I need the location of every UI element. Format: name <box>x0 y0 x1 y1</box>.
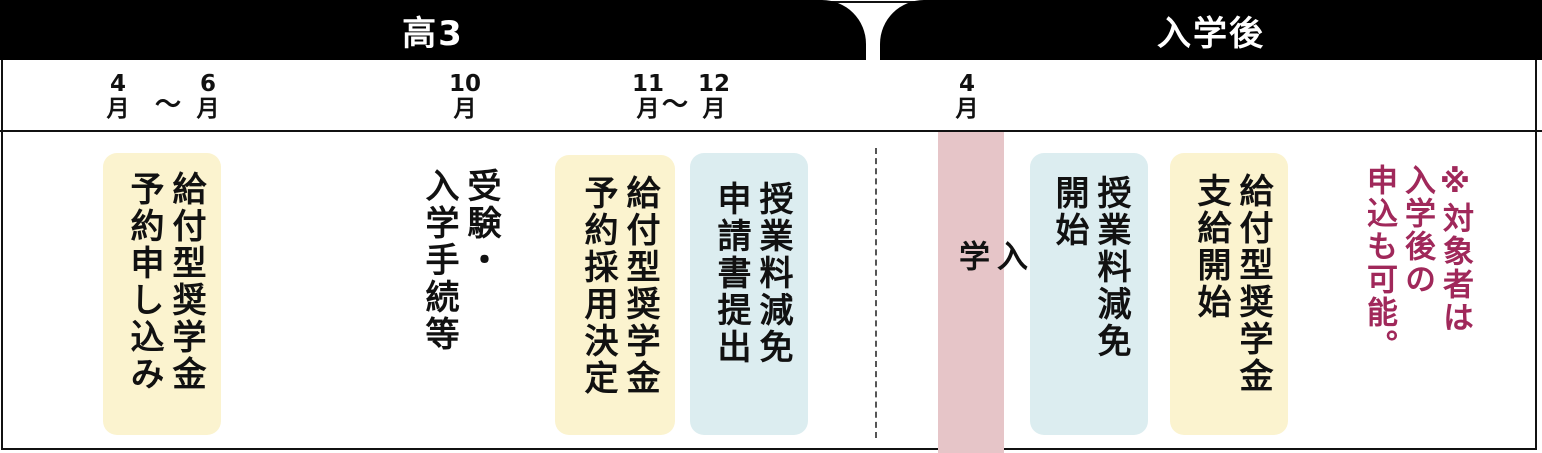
tuition-apply-text: 授業料減免 申請書提出 <box>711 181 793 366</box>
date-november: 11 月 <box>628 72 668 122</box>
box-enrollment: 入 学 <box>938 132 1027 453</box>
date-june: 6 月 <box>188 72 228 122</box>
phase-divider-dashed <box>875 148 877 438</box>
eligibility-note: ※対象者は 入学後の 申込も可能。 <box>1361 164 1473 362</box>
exam-procedure-text: 受験・ 入学手続等 <box>419 168 501 353</box>
header-after-enrollment: 入学後 <box>880 0 1542 60</box>
date-october: 10 月 <box>445 72 485 122</box>
date-april: 4 月 <box>98 72 138 122</box>
date-december: 12 月 <box>694 72 734 122</box>
box-tuition-start: 授業料減免 開始 <box>1030 153 1148 435</box>
box-reserve-apply: 給付型奨学金 予約申し込み <box>103 153 221 435</box>
date-december-num: 12 <box>697 71 730 97</box>
date-april-enroll-num: 4 <box>958 71 975 97</box>
date-june-num: 6 <box>199 71 216 97</box>
date-april-unit: 月 <box>106 96 130 122</box>
date-october-num: 10 <box>448 71 481 97</box>
box-tuition-apply: 授業料減免 申請書提出 <box>690 153 808 435</box>
date-april-enroll-unit: 月 <box>955 96 979 122</box>
date-october-unit: 月 <box>453 96 477 122</box>
date-april-enroll: 4 月 <box>947 72 987 122</box>
date-april-num: 4 <box>109 71 126 97</box>
enrollment-text: 入 学 <box>953 240 1027 293</box>
date-june-unit: 月 <box>196 96 220 122</box>
reserve-decide-text: 給付型奨学金 予約採用決定 <box>578 175 660 397</box>
date-row-divider <box>0 130 1542 132</box>
header-left-label: 高3 <box>402 13 464 54</box>
date-range-tilde-2: ～ <box>662 90 689 120</box>
reserve-apply-text: 給付型奨学金 予約申し込み <box>124 171 206 393</box>
header-high-school-3: 高3 <box>0 0 866 60</box>
header-right-label: 入学後 <box>1157 13 1265 54</box>
date-range-tilde-1: ～ <box>155 90 182 120</box>
box-payment-start: 給付型奨学金 支給開始 <box>1170 153 1288 435</box>
date-november-num: 11 <box>631 71 664 97</box>
payment-start-text: 給付型奨学金 支給開始 <box>1191 173 1273 395</box>
date-november-unit: 月 <box>636 96 660 122</box>
date-december-unit: 月 <box>702 96 726 122</box>
tuition-start-text: 授業料減免 開始 <box>1049 175 1131 360</box>
box-reserve-decide: 給付型奨学金 予約採用決定 <box>555 155 675 435</box>
